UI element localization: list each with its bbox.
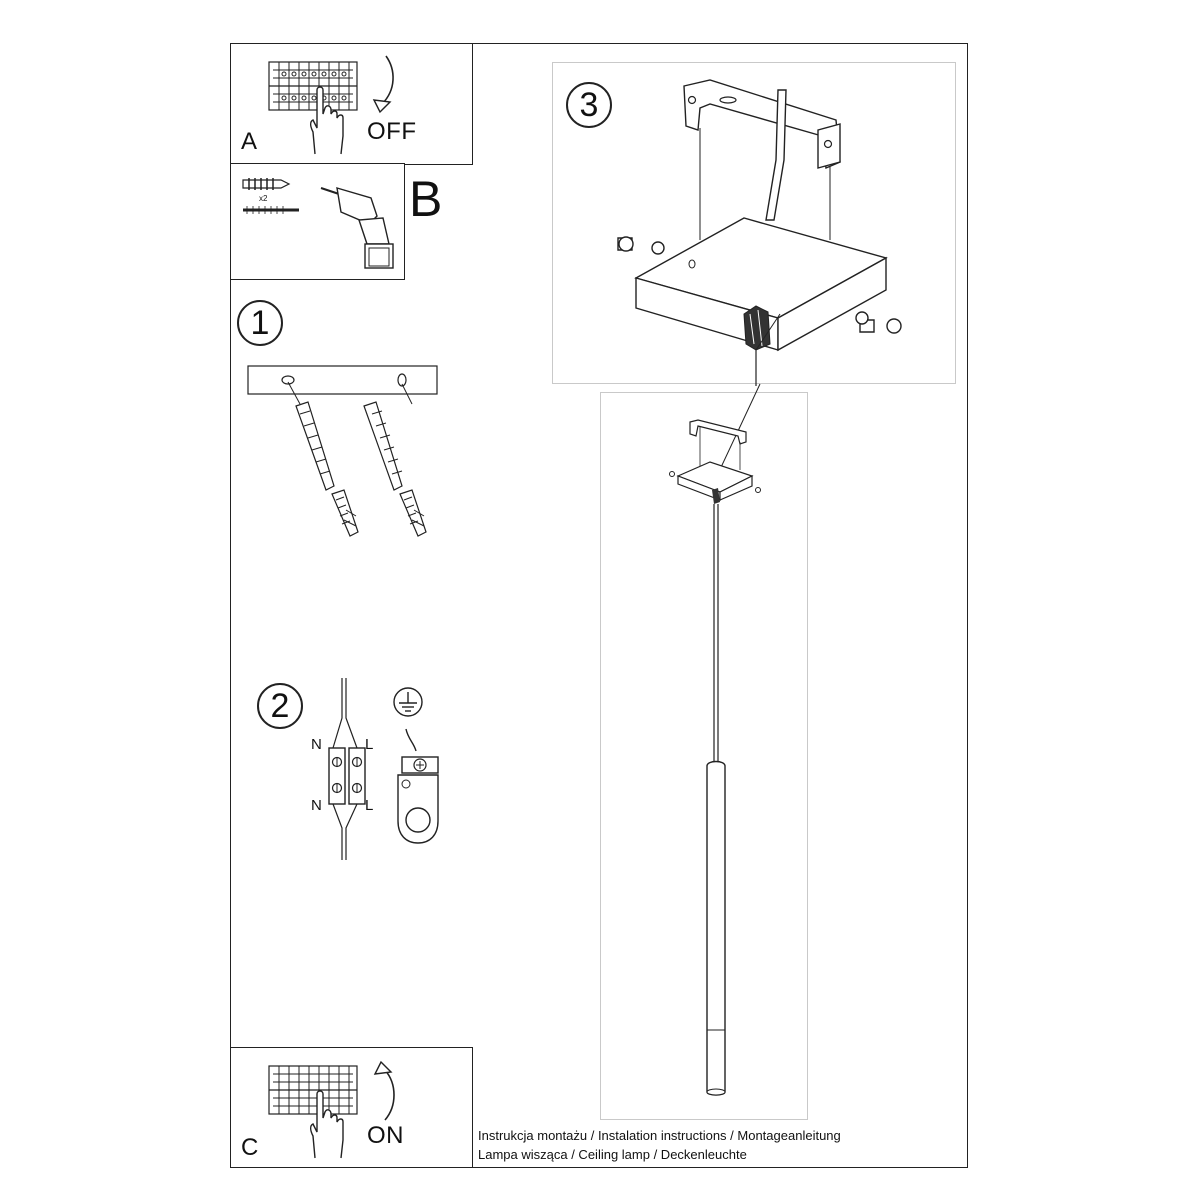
wire-label-l-bottom: L — [365, 797, 374, 814]
step-letter-c: C — [241, 1134, 259, 1161]
panel-b-tools: x2 B — [230, 163, 442, 280]
lamp-overview-frame — [600, 392, 808, 1120]
on-label: ON — [367, 1122, 404, 1149]
wire-label-l-top: L — [365, 736, 374, 753]
step-number-3: 3 — [566, 82, 612, 128]
caption-instructions: Instrukcja montażu / Instalation instruc… — [478, 1128, 841, 1143]
arrow-down-icon — [372, 55, 394, 114]
caption-lamp-type: Lampa wisząca / Ceiling lamp / Deckenleu… — [478, 1147, 747, 1162]
circuit-breaker-icon — [268, 61, 358, 111]
ground-terminal-icon — [393, 687, 439, 844]
quantity-label: x2 — [259, 194, 268, 203]
wire-label-n-bottom: N — [311, 797, 322, 814]
hand-icon — [310, 86, 344, 155]
step-number-1: 1 — [237, 300, 283, 346]
arrow-up-icon — [373, 1060, 395, 1121]
circuit-breaker-icon — [268, 1065, 358, 1115]
hand-icon — [310, 1090, 344, 1159]
mounting-bracket-drilling — [247, 365, 438, 537]
panel-c-power-on: C ON — [230, 1047, 473, 1168]
diagram-frame — [230, 43, 968, 1168]
step-letter-a: A — [241, 128, 258, 155]
step-3-detail-frame — [552, 62, 956, 384]
pendant-lamp-drawing — [669, 383, 761, 1096]
off-label: OFF — [367, 118, 417, 145]
canopy-mounting-detail — [617, 79, 902, 386]
panel-a-power-off: A OFF — [230, 43, 473, 165]
step-number-2: 2 — [257, 683, 303, 729]
drill-icon — [320, 187, 394, 269]
screw-icon — [243, 206, 299, 214]
wire-label-n-top: N — [311, 736, 322, 753]
wall-plug-icon — [242, 178, 291, 190]
terminal-block-wiring — [328, 678, 366, 860]
step-letter-b: B — [409, 171, 443, 227]
